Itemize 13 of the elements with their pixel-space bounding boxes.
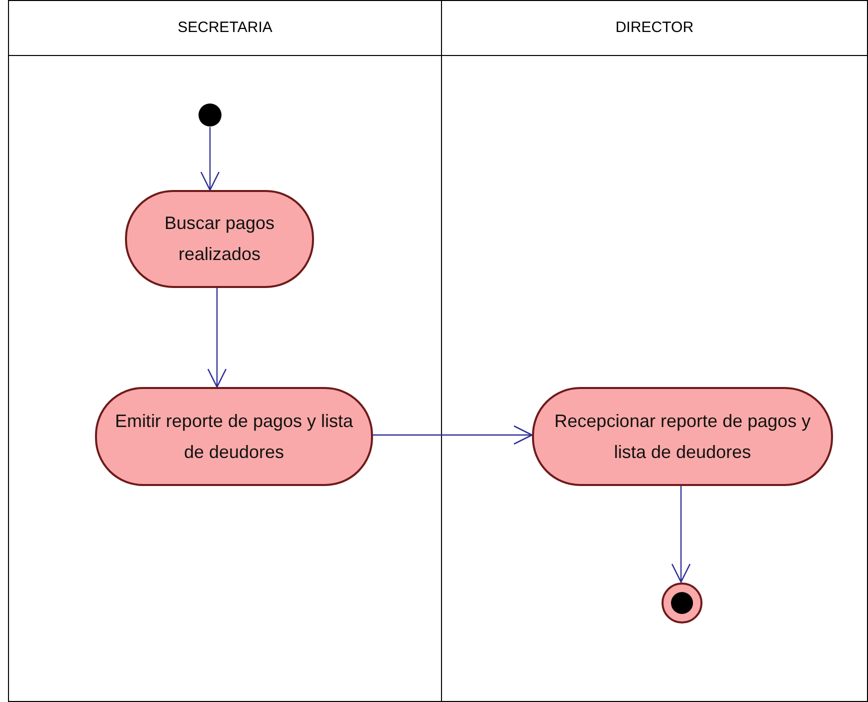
final-node xyxy=(661,582,703,624)
lane-title: DIRECTOR xyxy=(614,19,695,36)
action-node: Emitir reporte de pagos y lista de deudores xyxy=(95,387,373,486)
lane-title: SECRETARIA xyxy=(176,19,274,36)
action-node: Buscar pagos realizados xyxy=(125,190,314,288)
arrow xyxy=(671,486,691,583)
initial-node xyxy=(198,103,222,127)
swimlane xyxy=(8,0,442,702)
swimlane xyxy=(441,0,868,702)
action-node: Recepcionar reporte de pagos y lista de deudores xyxy=(532,387,833,486)
arrow xyxy=(373,425,533,445)
arrow xyxy=(200,127,220,191)
arrow xyxy=(207,288,227,388)
